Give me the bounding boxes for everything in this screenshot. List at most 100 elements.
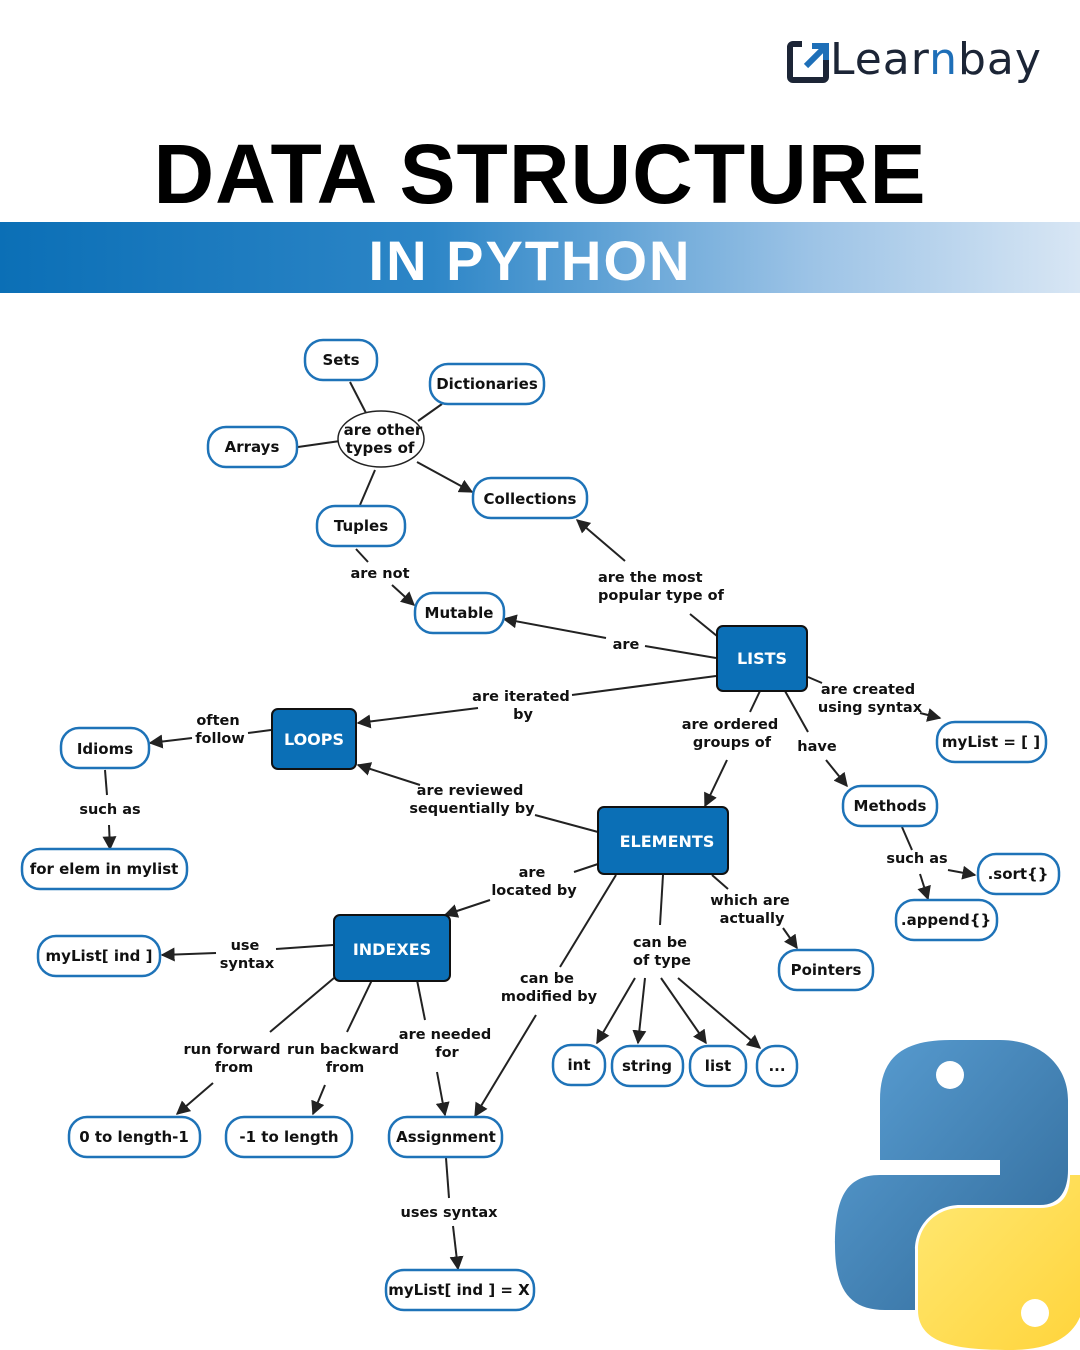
edge-lists-iterated-b xyxy=(356,707,479,729)
edge-to-append xyxy=(917,873,931,901)
edge-lists-ordered-a xyxy=(749,690,761,713)
learnbay-logo-icon xyxy=(787,40,830,83)
edge-tuples xyxy=(359,469,376,506)
label-ordered-1: are ordered xyxy=(682,717,779,733)
text-int: int xyxy=(568,1056,591,1074)
edge-indexes-needed-b xyxy=(435,1071,450,1117)
edge-lists-popular-a xyxy=(689,613,718,637)
node-other-types xyxy=(337,410,425,468)
edge-lists-are-b xyxy=(502,614,607,639)
label-use-2: syntax xyxy=(220,956,275,972)
edge-elements-reviewed-a xyxy=(534,814,599,833)
edge-indexes-needed-a xyxy=(416,979,426,1021)
edge-to-string xyxy=(632,977,647,1045)
node-sets xyxy=(303,338,379,382)
edge-lists-popular-b xyxy=(575,519,626,562)
text-list: list xyxy=(705,1057,731,1075)
text-append: .append{} xyxy=(901,911,991,929)
edge-assignment-uses-b xyxy=(449,1225,464,1271)
text-pointers: Pointers xyxy=(791,961,862,979)
edge-loops-follow-b xyxy=(148,734,193,749)
node-lists xyxy=(716,625,808,692)
text-string: string xyxy=(622,1057,672,1075)
label-forward-1: run forward xyxy=(184,1042,281,1058)
label-have: have xyxy=(797,739,837,755)
text-other-types-1: are other xyxy=(344,421,423,439)
label-needed-1: are needed xyxy=(399,1027,491,1043)
node-sort xyxy=(976,852,1061,896)
text-neg1-to-length: -1 to length xyxy=(239,1128,338,1146)
text-arrays: Arrays xyxy=(225,438,280,456)
node-tuples xyxy=(315,504,407,548)
text-mylist-empty: myList = [ ] xyxy=(942,733,1040,751)
page-title: DATA STRUCTURE xyxy=(153,127,927,221)
edge-elements-reviewed-b xyxy=(356,762,421,786)
label-needed-2: for xyxy=(435,1045,459,1061)
edge-elements-modified-b xyxy=(474,1014,537,1118)
label-such-as-methods: such as xyxy=(886,851,947,867)
node-mutable xyxy=(413,591,506,635)
text-ellipsis: ... xyxy=(768,1057,785,1075)
edge-tuples-arenot-b xyxy=(391,584,416,606)
edge-idioms-suchas-b xyxy=(102,824,117,851)
text-dictionaries: Dictionaries xyxy=(436,375,538,393)
nodes xyxy=(20,338,1061,1312)
text-sort: .sort{} xyxy=(988,865,1049,883)
text-other-types-2: types of xyxy=(346,439,415,457)
text-methods: Methods xyxy=(854,797,927,815)
edge-loops-follow-a xyxy=(247,729,272,734)
edge-dictionaries xyxy=(417,403,443,422)
edge-lists-have-b xyxy=(825,759,848,788)
edge-lists-created-a xyxy=(807,676,823,684)
edge-lists-ordered-b xyxy=(704,759,728,808)
node-neg1-to-length xyxy=(224,1115,354,1159)
edge-indexes-backward-b xyxy=(311,1084,326,1116)
edge-idioms-suchas-a xyxy=(104,769,108,796)
node-assignment xyxy=(387,1115,504,1159)
label-reviewed-1: are reviewed xyxy=(417,783,524,799)
edge-lists-have-a xyxy=(784,690,809,733)
edge-to-collections xyxy=(416,461,474,493)
text-idioms: Idioms xyxy=(77,740,133,758)
label-ordered-2: groups of xyxy=(693,735,772,751)
label-often-1: often xyxy=(196,713,239,729)
edge-indexes-use-b xyxy=(160,947,217,962)
node-arrays xyxy=(206,425,299,469)
node-int xyxy=(551,1043,607,1087)
text-mutable: Mutable xyxy=(425,604,494,622)
edge-indexes-forward-b xyxy=(175,1082,214,1115)
node-list xyxy=(688,1044,748,1088)
edge-lists-are-a xyxy=(644,645,717,659)
label-modified-2: modified by xyxy=(501,989,598,1005)
label-which-1: which are xyxy=(710,893,790,909)
node-pointers xyxy=(777,948,875,992)
subtitle-band xyxy=(0,222,1080,293)
label-are-not: are not xyxy=(350,566,409,582)
node-elements xyxy=(597,806,729,875)
label-backward-1: run backward xyxy=(287,1042,399,1058)
main-nodes xyxy=(271,625,808,982)
edge-lists-iterated-a xyxy=(571,675,717,696)
label-which-2: actually xyxy=(720,911,785,927)
label-modified-1: can be xyxy=(520,971,574,987)
edge-sets xyxy=(349,381,367,414)
label-located-2: located by xyxy=(491,883,577,899)
text-elements: ELEMENTS xyxy=(620,832,715,851)
node-string xyxy=(610,1044,685,1088)
edge-indexes-forward-a xyxy=(269,977,335,1033)
text-tuples: Tuples xyxy=(334,517,388,535)
label-forward-2: from xyxy=(215,1060,254,1076)
edge-to-sort xyxy=(947,865,977,880)
edge-assignment-uses-a xyxy=(445,1157,450,1199)
edge-to-list xyxy=(660,977,707,1045)
label-most-popular-2: popular type of xyxy=(598,588,725,604)
node-mylist-ind xyxy=(36,934,162,978)
edge-elements-located-b xyxy=(443,899,491,918)
edge-methods-suchas-a xyxy=(901,826,913,851)
label-most-popular-1: are the most xyxy=(598,570,703,586)
label-reviewed-2: sequentially by xyxy=(409,801,535,817)
text-for-elem: for elem in mylist xyxy=(30,860,179,878)
label-type-1: can be xyxy=(633,935,687,951)
edge-elements-modified-a xyxy=(559,874,617,968)
text-assignment: Assignment xyxy=(396,1128,496,1146)
